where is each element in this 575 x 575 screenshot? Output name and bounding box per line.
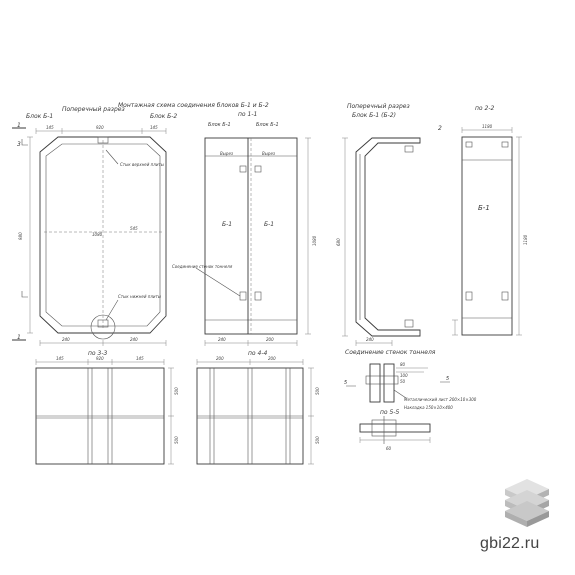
dim-mid-bot-b: 200: [266, 337, 274, 342]
dim-view2-top: 1180: [482, 124, 493, 129]
dim-joint-a: 80: [400, 362, 406, 367]
right-cross-section: Поперечный разрез Блок Б-1 (Б-2) 680 240: [336, 103, 421, 346]
anchor-note: Накладка 150×10×400: [404, 405, 453, 410]
dim-top-c: 145: [150, 125, 158, 130]
dim-center-v: 1080: [92, 232, 103, 237]
view-4-4: по 4-4 200 200 500 500: [196, 350, 320, 465]
left-block2-label: Блок Б-2: [150, 113, 177, 120]
mid-blok-b: Б-1: [264, 221, 274, 228]
joint-detail: Соединение стенок тоннеля 5 5 80 100 50 …: [344, 349, 477, 451]
joint-title: Соединение стенок тоннеля: [345, 349, 436, 356]
dim-joint-c: 50: [400, 379, 406, 384]
left-cross-section: Поперечный разрез Блок Б-1 Блок Б-2 1 1 …: [12, 106, 177, 346]
view-4-4-title: по 4-4: [248, 350, 267, 357]
main-title-sub: по 1-1: [238, 111, 257, 118]
dim-b33-h1: 500: [174, 387, 179, 395]
dim-b44-a: 200: [216, 356, 224, 361]
section-mark-2: 2: [438, 125, 442, 132]
dim-mid-bot-a: 240: [218, 337, 226, 342]
right-section-title: Поперечный разрез: [347, 103, 410, 110]
view-2-2-title: по 2-2: [475, 105, 494, 112]
mid-wall-joint-label: Соединение стенок тоннеля: [172, 264, 233, 269]
dim-center-h: 545: [130, 226, 138, 231]
mid-block1-label: Блок Б-1: [208, 122, 231, 128]
dim-right-h: 680: [336, 238, 341, 246]
view-5-5-title: по 5-5: [380, 409, 399, 416]
logo-icon: [505, 479, 549, 527]
dim-b44-h1: 500: [315, 387, 320, 395]
dim-height-left: 980: [18, 232, 23, 240]
dim-top-b: 920: [96, 125, 104, 130]
dim-height-mid: 1080: [312, 235, 317, 246]
section-mark-1: 1: [17, 122, 21, 129]
section-mark-5: 5: [344, 380, 347, 386]
joint-callout-circle: [90, 314, 116, 340]
dim-bottom-b: 240: [130, 337, 138, 342]
mid-vyrez2: Вырез: [262, 151, 275, 156]
dim-b44-h2: 500: [315, 436, 320, 444]
mid-blok-a: Б-1: [222, 221, 232, 228]
plate-note: Металлический лист 200×10×300: [404, 397, 477, 402]
logo-text[interactable]: gbi22.ru: [480, 535, 540, 552]
dim-b33-h2: 500: [174, 436, 179, 444]
mid-vyrez1: Вырез: [220, 151, 233, 156]
view-3-3: по 3-3 145 920 145 500 500: [35, 350, 179, 465]
label-bottom-joint: Стык нижней плиты: [118, 294, 161, 299]
view-3-3-title: по 3-3: [88, 350, 107, 357]
dim-bottom-a: 240: [62, 337, 70, 342]
section-mark-3: 3: [17, 141, 21, 148]
main-title: Монтажная схема соединения блоков Б-1 и …: [118, 102, 269, 109]
view-2-2: по 2-2 2 1180 Б-1 1180: [438, 105, 528, 336]
dim-b33-a: 145: [56, 356, 64, 361]
dim-joint-d: 60: [386, 446, 392, 451]
middle-elevation: Блок Б-1 Блок Б-1 Вырез Вырез Б-1 Б-1 Со…: [172, 122, 317, 346]
mid-block2-label: Блок Б-1: [256, 122, 279, 128]
label-top-joint: Стык верхней плиты: [120, 162, 164, 167]
dim-b33-b: 920: [96, 356, 104, 361]
dim-b44-b: 200: [268, 356, 276, 361]
dim-joint-b: 100: [400, 373, 408, 378]
view2-blok-c: Б-1: [478, 204, 490, 212]
left-block1-label: Блок Б-1: [26, 113, 53, 120]
dim-view2-h: 1180: [523, 234, 528, 245]
section-mark-1b: 1: [17, 334, 21, 341]
right-blocks-label: Блок Б-1 (Б-2): [352, 112, 396, 119]
section-mark-5b: 5: [446, 376, 449, 382]
dim-b33-c: 145: [136, 356, 144, 361]
dim-right-b: 240: [366, 337, 374, 342]
left-section-title: Поперечный разрез: [62, 106, 125, 113]
dim-top-a: 145: [46, 125, 54, 130]
